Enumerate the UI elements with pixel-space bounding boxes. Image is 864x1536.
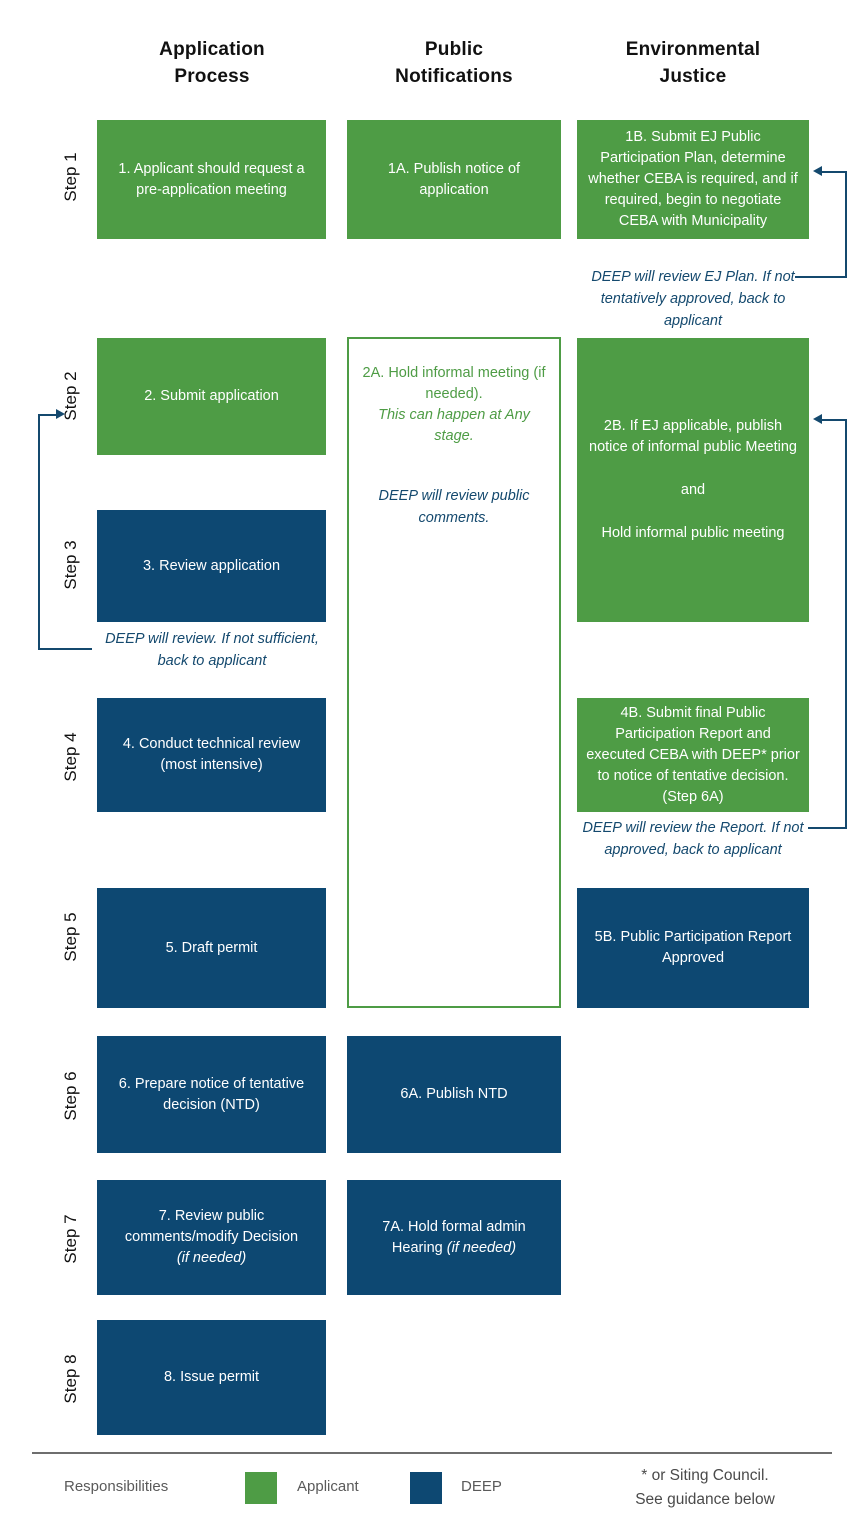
column-header-line-1: Application [159,39,265,60]
feedback-arrow-2-arrowhead-icon [56,409,65,419]
feedback-connector-1-top [822,171,847,173]
box-7a-hold-formal-admin-hearing[interactable]: 7A. Hold formal admin Hearing (if needed… [347,1180,561,1295]
box-2b-publish-notice-informal-public-meeting[interactable]: 2B. If EJ applicable, publish notice of … [577,338,809,622]
feedback-connector-2-bottom [38,648,92,650]
column-header-line-1: Public [424,39,484,60]
note-application-review: DEEP will review. If not sufficient, bac… [105,631,319,669]
footer-divider [32,1452,832,1454]
footnote-line-2: See guidance below [635,1491,775,1508]
step-label-4: Step 4 [61,732,80,782]
box-7-text-if-needed: (if needed) [176,1250,247,1266]
feedback-connector-3-vertical [845,419,847,829]
legend-title: Responsibilities [64,1478,169,1495]
box-8-text: 8. Issue permit [163,1369,260,1385]
box-7-text-main: 7. Review public comments/modify Decisio… [124,1208,299,1245]
box-5b-public-participation-report-approved[interactable]: 5B. Public Participation Report Approved [577,888,809,1008]
box-1b-submit-ej-public-participation-plan[interactable]: 1B. Submit EJ Public Participation Plan,… [577,120,809,239]
box-6a-text: 6A. Publish NTD [400,1086,508,1102]
feedback-arrow-3-arrowhead-icon [813,414,822,424]
step-label-5: Step 5 [61,912,80,962]
box-4b-submit-final-public-participation-report[interactable]: 4B. Submit final Public Participation Re… [577,698,809,812]
box-7a-text-main: 7A. Hold formal admin Hearing [382,1218,526,1256]
column-header-application-process: Application Process [96,36,328,90]
box-4-conduct-technical-review[interactable]: 4. Conduct technical review (most intens… [97,698,326,812]
box-7-review-public-comments-modify-decision[interactable]: 7. Review public comments/modify Decisio… [97,1180,326,1295]
box-2-text: 2. Submit application [144,388,279,404]
legend-label-deep: DEEP [461,1478,502,1495]
box-7a-text: 7A. Hold formal admin Hearing (if needed… [355,1217,553,1259]
feedback-connector-1-vertical [845,171,847,278]
note-report-review: DEEP will review the Report. If not appr… [582,820,804,858]
feedback-connector-2-top [38,414,58,416]
column-header-line-2: Justice [659,66,727,87]
box-6-text: 6. Prepare notice of tentative decision … [118,1075,305,1113]
feedback-connector-2-vertical [38,414,40,650]
feedback-connector-3-bottom [808,827,847,829]
box-1-applicant-pre-application-meeting[interactable]: 1. Applicant should request a pre-applic… [97,120,326,239]
box-2-submit-application[interactable]: 2. Submit application [97,338,326,455]
box-2b-text-and: and [680,482,706,498]
column-header-line-2: Notifications [395,66,513,87]
column-header-public-notifications: Public Notifications [346,36,562,90]
box-1a-publish-notice-of-application[interactable]: 1A. Publish notice of application [347,120,561,239]
box-6-prepare-notice-of-tentative-decision[interactable]: 6. Prepare notice of tentative decision … [97,1036,326,1153]
legend-swatch-applicant [245,1472,277,1504]
box-5b-text: 5B. Public Participation Report Approved [594,929,792,966]
box-3-text: 3. Review application [142,557,281,574]
box-5-draft-permit[interactable]: 5. Draft permit [97,888,326,1008]
box-8-issue-permit[interactable]: 8. Issue permit [97,1320,326,1435]
footnote-line-1: * or Siting Council. [641,1467,769,1484]
box-1a-text: 1A. Publish notice of application [387,160,521,198]
column-header-line-2: Process [174,66,250,87]
feedback-connector-3-top [822,419,847,421]
column-header-line-1: Environmental [625,39,761,60]
box-2a-line-2: This can happen at Any stage. [378,407,530,444]
box-3-review-application[interactable]: 3. Review application [97,510,326,622]
box-7a-text-if-needed: (if needed) [446,1239,517,1256]
note-ej-plan-review: DEEP will review EJ Plan. If not tentati… [591,269,795,329]
box-2a-text: 2A. Hold informal meeting (if needed). T… [357,363,551,529]
box-7-text: 7. Review public comments/modify Decisio… [105,1206,318,1269]
feedback-connector-1-bottom [795,276,847,278]
step-label-2: Step 2 [61,371,80,421]
step-label-3: Step 3 [61,540,80,590]
box-4b-text: 4B. Submit final Public Participation Re… [586,704,800,805]
box-1-text: 1. Applicant should request a pre-applic… [118,160,305,198]
box-2a-line-1: 2A. Hold informal meeting (if needed). [362,365,546,402]
footnote: * or Siting Council. See guidance below [585,1464,825,1512]
box-5-text: 5. Draft permit [165,939,258,956]
box-2a-deep-review-note: DEEP will review public comments. [378,488,530,526]
step-label-6: Step 6 [61,1071,80,1121]
legend-swatch-deep [410,1472,442,1504]
step-label-8: Step 8 [61,1354,80,1404]
box-2a-hold-informal-meeting[interactable]: 2A. Hold informal meeting (if needed). T… [347,337,561,1008]
box-6a-publish-ntd[interactable]: 6A. Publish NTD [347,1036,561,1153]
box-4-text: 4. Conduct technical review (most intens… [122,736,301,773]
legend-label-applicant: Applicant [297,1478,359,1495]
step-label-1: Step 1 [61,152,80,202]
feedback-arrow-1-arrowhead-icon [813,166,822,176]
box-1b-text: 1B. Submit EJ Public Participation Plan,… [588,129,798,229]
step-label-7: Step 7 [61,1214,80,1264]
column-header-environmental-justice: Environmental Justice [577,36,809,90]
box-2b-text-secondary: Hold informal public meeting [601,525,785,541]
box-2b-text-primary: 2B. If EJ applicable, publish notice of … [589,418,797,455]
